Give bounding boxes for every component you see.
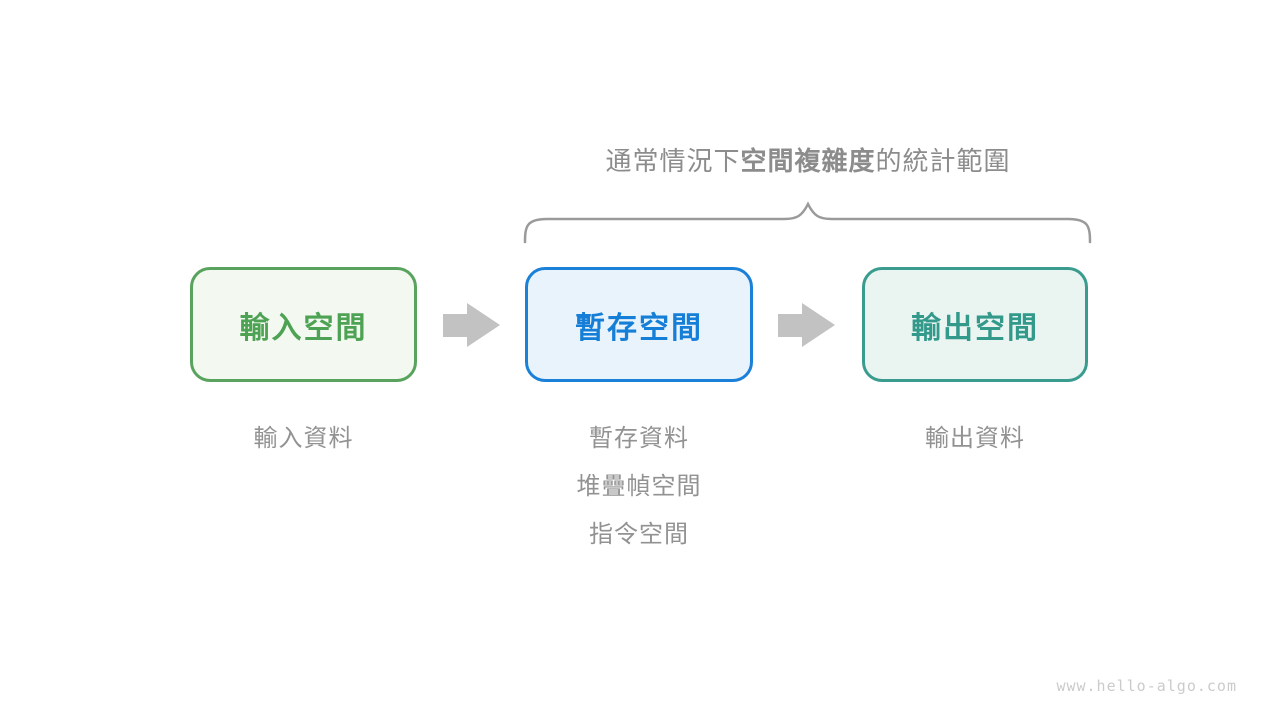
input-data-label: 輸入資料: [253, 425, 354, 452]
temp-data-label: 暫存資料: [589, 425, 689, 452]
arrow-right-icon: [443, 303, 500, 347]
instruction-space-label: 指令空間: [589, 521, 689, 548]
temp-space-label: 暫存空間: [575, 311, 703, 345]
output-data-label: 輸出資料: [925, 425, 1025, 452]
output-space-label: 輸出空間: [911, 311, 1039, 345]
title-prefix: 通常情況下: [605, 146, 741, 176]
title-bold-term: 空間複雜度: [740, 146, 876, 176]
input-space-label: 輸入空間: [239, 311, 368, 345]
temp-space-box: 暫存空間: [525, 267, 753, 382]
arrow-right-icon: [778, 303, 835, 347]
input-space-box: 輸入空間: [190, 267, 417, 382]
stack-frame-space-label: 堆疊幀空間: [576, 473, 702, 500]
top-curly-brace-icon: [523, 201, 1092, 244]
output-space-box: 輸出空間: [862, 267, 1088, 382]
temp-sublabel-list: 暫存資料 堆疊幀空間 指令空間: [525, 424, 753, 550]
diagram-title: 通常情況下空間複雜度的統計範圍: [525, 145, 1091, 177]
watermark: www.hello-algo.com: [1056, 677, 1237, 695]
title-suffix: 的統計範圍: [875, 146, 1011, 176]
